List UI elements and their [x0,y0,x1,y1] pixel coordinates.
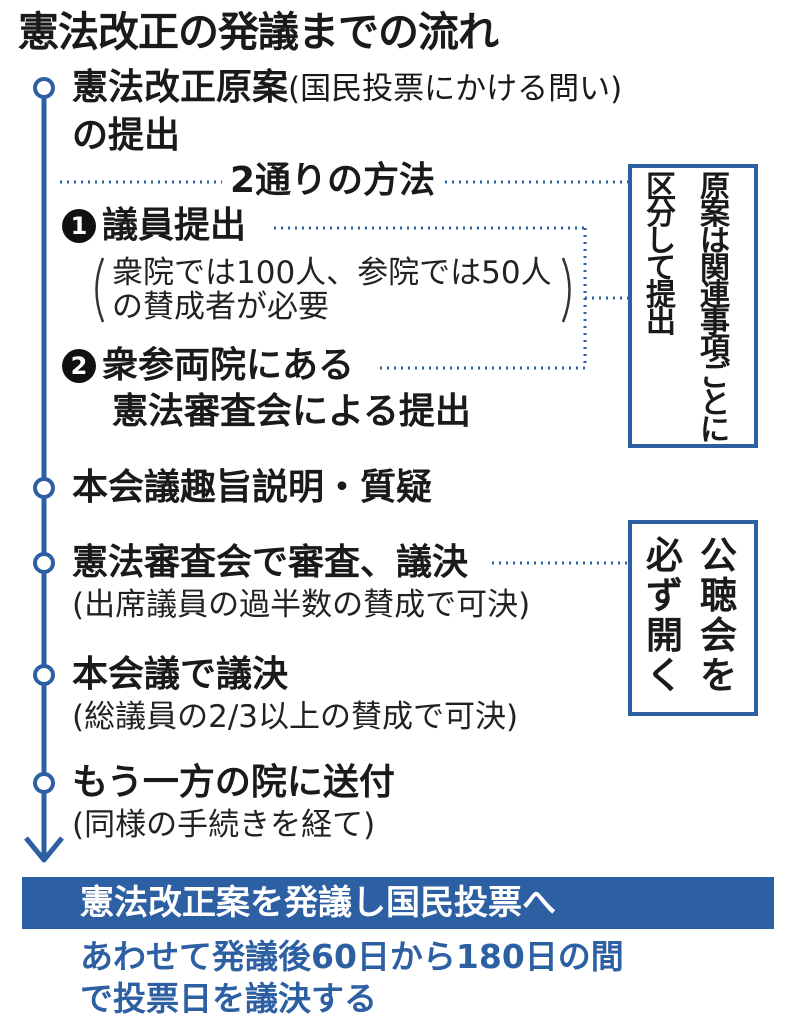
note-char: 提 [646,278,676,313]
note-char: を [700,654,737,697]
step-submit-draft-paren: (国民投票にかける問い) [288,71,623,107]
timeline-node [33,77,55,99]
step-submit-draft-line2: の提出 [72,115,181,156]
timeline-node [33,772,55,794]
note-char: ず [646,574,683,617]
note-char: 必 [646,534,683,577]
note-char: 公 [700,534,737,577]
step-submit-draft: 憲法改正原案(国民投票にかける問い) [72,70,622,106]
step-commission-review-note: (出席議員の過半数の賛成で可決) [72,587,531,623]
method-1-note-line1: 衆院では100人、参院では50人 [112,255,552,291]
step-send-other-house: もう一方の院に送付 [72,762,395,803]
step-plenary-vote-note: (総議員の2/3以上の賛成で可決) [72,699,519,735]
note-char: 会 [700,614,737,657]
note-char: 案 [700,197,730,232]
timeline-node [33,552,55,574]
note-box-public-hearing-col-right: 公 聴 会 を [700,536,737,696]
page-title: 憲法改正の発議までの流れ [18,8,499,56]
step-submit-draft-label: 憲法改正原案 [72,67,289,108]
note-char: 出 [646,305,676,340]
method-1-number: 1 [62,209,96,243]
timeline-arrowhead [24,836,64,863]
note-char: く [646,654,683,697]
method-2-label: 衆参両院にある [102,345,355,386]
note-char: 区 [646,170,676,205]
step-commission-review: 憲法審査会で審査、議決 [72,542,469,583]
note-char: と [700,386,730,421]
note-char: て [646,251,676,286]
paren-left [95,257,105,323]
step-send-other-house-note: (同様の手続きを経て) [72,807,376,843]
note-char: 分 [646,197,676,232]
note-char: 原 [700,170,730,205]
footnote-line1: あわせて発議後60日から180日の間 [80,937,624,976]
note-box-public-hearing-col-left: 必 ず 開 く [646,536,683,696]
note-char: し [646,224,676,259]
step-plenary-vote: 本会議で議決 [72,654,289,695]
note-char: ご [700,359,730,394]
note-char: は [700,224,730,259]
result-banner: 憲法改正案を発議し国民投票へ [22,877,774,929]
note-char: 項 [700,332,730,367]
note-box-draft-division-col-right: 原案は関連事項ごとに [700,170,730,448]
note-char: 開 [646,614,683,657]
note-box-public-hearing: 公 聴 会 を 必 ず 開 く [628,520,758,716]
note-char: 事 [700,305,730,340]
note-char: 関 [700,251,730,286]
note-char: に [700,413,730,448]
timeline-node [33,477,55,499]
method-2-number: 2 [62,349,96,383]
paren-right [561,257,571,323]
footnote-line2: で投票日を議決する [80,979,377,1018]
method-1-label: 議員提出 [102,205,247,246]
note-char: 連 [700,278,730,313]
method-2-line2: 憲法審査会による提出 [112,391,471,432]
note-box-draft-division: 原案は関連事項ごとに 区分して提出 [628,164,758,448]
step-plenary-explanation: 本会議趣旨説明・質疑 [72,467,433,508]
note-box-draft-division-col-left: 区分して提出 [646,170,676,340]
timeline-node [33,664,55,686]
note-char: 聴 [700,574,737,617]
method-1-note-line2: の賛成者が必要 [112,289,329,325]
methods-title: 2通りの方法 [222,163,444,199]
